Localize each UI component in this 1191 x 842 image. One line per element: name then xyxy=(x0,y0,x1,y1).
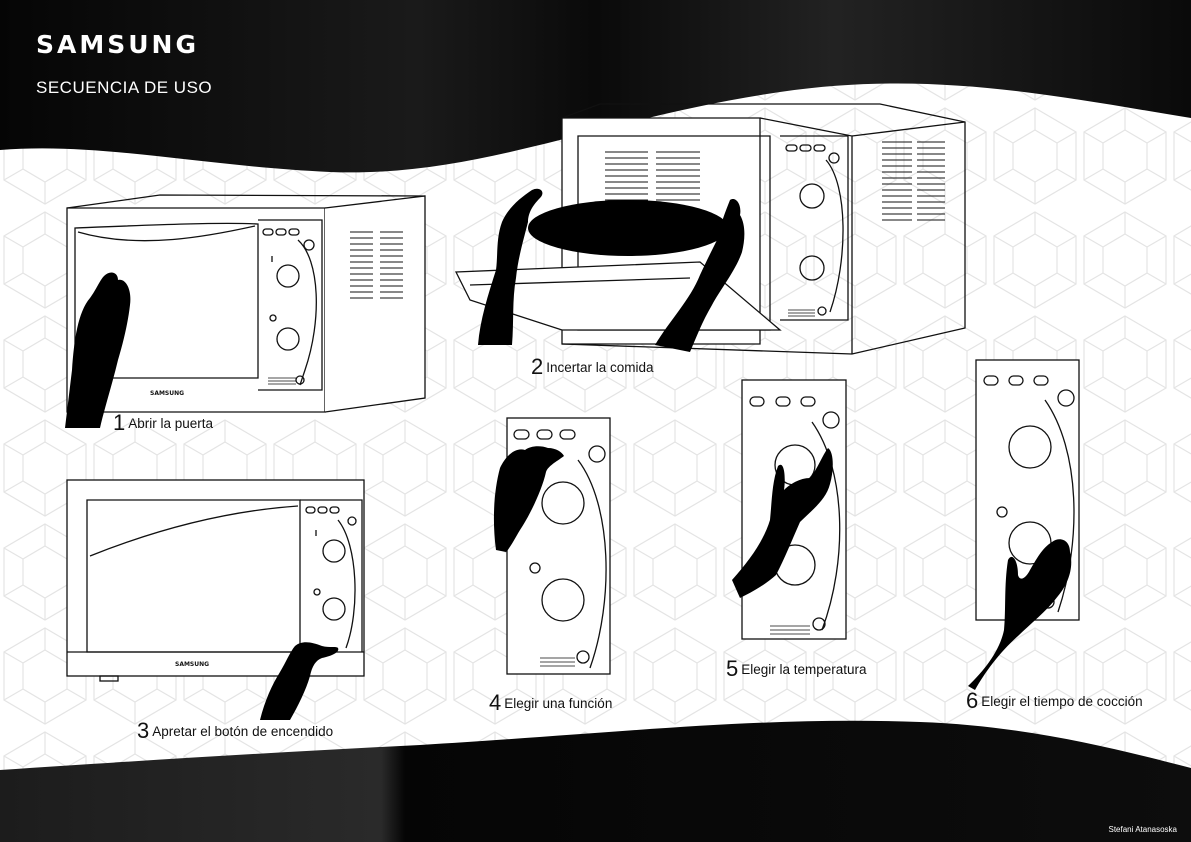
step2-plate xyxy=(528,200,728,256)
step-2-number: 2 xyxy=(531,354,543,379)
brand-logo: SAMSUNG xyxy=(36,30,199,59)
step-4-number: 4 xyxy=(489,690,501,715)
oven-logo-step3: SAMSUNG xyxy=(175,661,209,668)
step-1-number: 1 xyxy=(113,410,125,435)
oven-logo-step1: SAMSUNG xyxy=(150,390,184,397)
step-4-label: Elegir una función xyxy=(504,696,612,711)
step-6-number: 6 xyxy=(966,688,978,713)
step-1-label: Abrir la puerta xyxy=(128,416,213,431)
author-credit: Stefani Atanasoska xyxy=(1109,825,1178,834)
step-6-label: Elegir el tiempo de cocción xyxy=(981,694,1142,709)
step-2-label: Incertar la comida xyxy=(546,360,653,375)
step-5-number: 5 xyxy=(726,656,738,681)
step-3-label: Apretar el botón de encendido xyxy=(152,724,333,739)
page-subtitle: SECUENCIA DE USO xyxy=(36,78,212,98)
step-5-label: Elegir la temperatura xyxy=(741,662,866,677)
step-3-number: 3 xyxy=(137,718,149,743)
